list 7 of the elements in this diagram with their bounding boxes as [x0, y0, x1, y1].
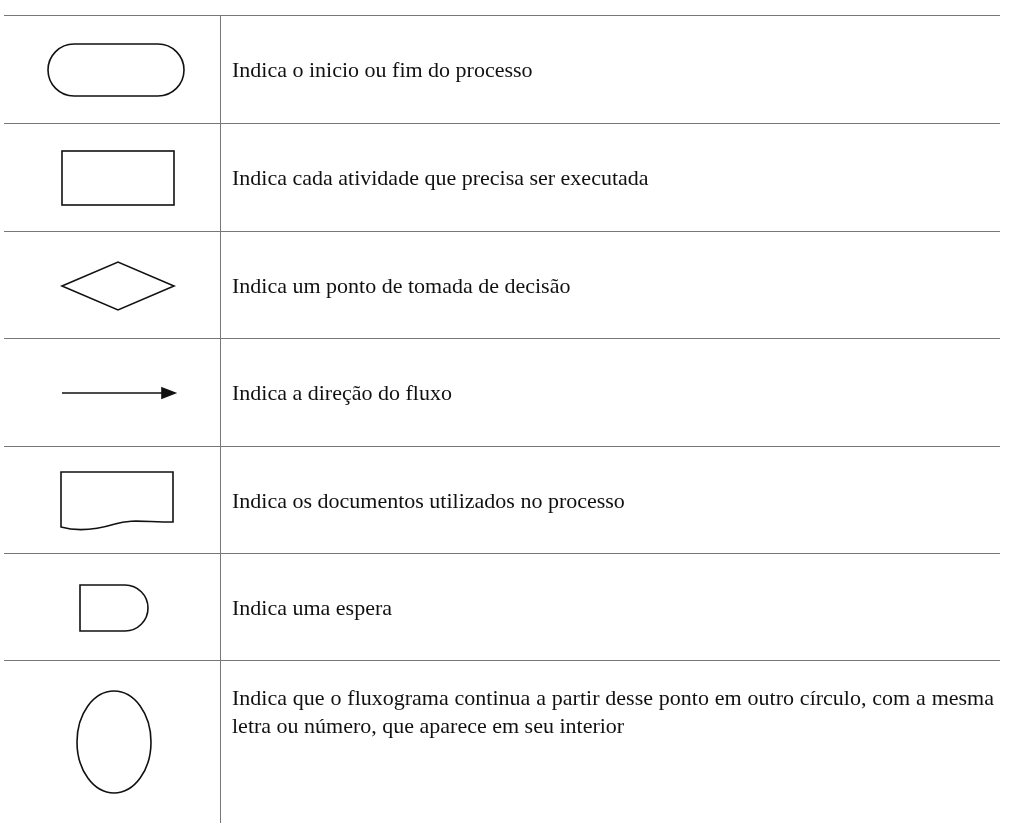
symbol-description: Indica que o fluxograma continua a partir desse ponto em outro círculo, com a mesma letra ou número, que aparece em seu interior	[232, 684, 994, 740]
symbol-description: Indica uma espera	[232, 593, 394, 622]
symbol-description: Indica a direção do fluxo	[232, 379, 453, 407]
symbol-description: Indica um ponto de tomada de decisão	[232, 271, 572, 300]
symbol-description: Indica o inicio ou fim do processo	[232, 56, 534, 84]
symbol-description: Indica cada atividade que precisa ser executada	[232, 164, 650, 192]
symbol-description: Indica os documentos utilizados no processo	[232, 486, 626, 515]
